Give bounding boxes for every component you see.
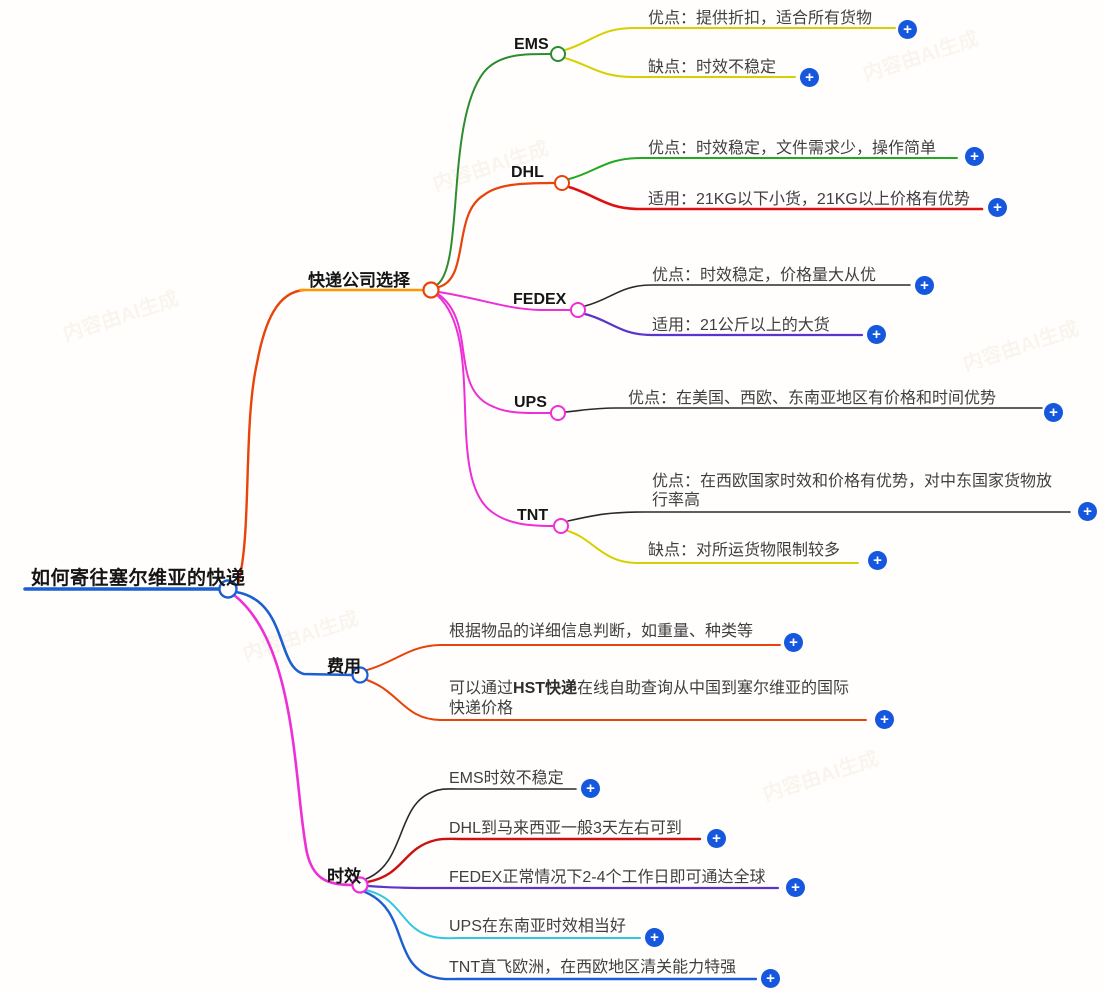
leaf-fedex-apply[interactable]: 适用：21公斤以上的大货 bbox=[652, 317, 830, 334]
leaf-time-tnt[interactable]: TNT直飞欧洲，在西欧地区清关能力特强 bbox=[449, 959, 737, 976]
edge-root-timeliness bbox=[232, 593, 354, 887]
node-dot-ems[interactable] bbox=[550, 46, 566, 62]
expand-icon-time-fedex[interactable]: + bbox=[786, 878, 805, 897]
expand-icon-dhl-pros[interactable]: + bbox=[965, 147, 984, 166]
node-dot-root[interactable] bbox=[218, 579, 238, 599]
expand-icon-tnt-cons[interactable]: + bbox=[868, 551, 887, 570]
node-label-timeliness[interactable]: 时效 bbox=[327, 867, 361, 886]
leaf-ems-pros[interactable]: 优点：提供折扣，适合所有货物 bbox=[648, 10, 873, 27]
leaf-cost-item2[interactable]: 可以通过HST快递在线自助查询从中国到塞尔维亚的国际 快递价格 bbox=[449, 679, 849, 719]
leaf-dhl-apply[interactable]: 适用：21KG以下小货，21KG以上价格有优势 bbox=[648, 191, 970, 208]
node-label-ems[interactable]: EMS bbox=[514, 36, 549, 53]
node-label-dhl[interactable]: DHL bbox=[511, 164, 544, 181]
edge-cost-item1 bbox=[366, 644, 781, 671]
expand-icon-time-tnt[interactable]: + bbox=[761, 969, 780, 988]
edge-fedex-pros bbox=[584, 284, 911, 307]
leaf-ups-pros[interactable]: 优点：在美国、西欧、东南亚地区有价格和时间优势 bbox=[628, 390, 997, 407]
edge-company-ups bbox=[437, 293, 551, 415]
edge-root-cost bbox=[234, 590, 354, 677]
expand-icon-cost-item1[interactable]: + bbox=[784, 633, 803, 652]
node-label-company[interactable]: 快递公司选择 bbox=[308, 271, 410, 290]
leaf-time-fedex[interactable]: FEDEX正常情况下2-4个工作日即可通达全球 bbox=[449, 869, 766, 886]
edge-time-tnt bbox=[363, 890, 758, 981]
edge-company-tnt bbox=[437, 295, 554, 527]
expand-icon-time-dhl[interactable]: + bbox=[707, 829, 726, 848]
expand-icon-tnt-pros[interactable]: + bbox=[1078, 502, 1097, 521]
node-label-cost[interactable]: 费用 bbox=[327, 657, 361, 676]
node-dot-cost[interactable] bbox=[351, 666, 369, 684]
leaf-cost-item1[interactable]: 根据物品的详细信息判断，如重量、种类等 bbox=[449, 623, 754, 640]
node-label-fedex[interactable]: FEDEX bbox=[513, 291, 567, 308]
edge-tnt-pros bbox=[567, 511, 1071, 522]
edge-company-fedex bbox=[438, 291, 571, 311]
edge-time-ups bbox=[365, 889, 641, 940]
expand-icon-cost-item2[interactable]: + bbox=[875, 710, 894, 729]
node-label-root[interactable]: 如何寄往塞尔维亚的快递 bbox=[31, 568, 246, 589]
leaf-time-dhl[interactable]: DHL到马来西亚一般3天左右可到 bbox=[449, 820, 682, 837]
leaf-dhl-pros[interactable]: 优点：时效稳定，文件需求少，操作简单 bbox=[648, 140, 937, 157]
leaf-time-ups[interactable]: UPS在东南亚时效相当好 bbox=[449, 918, 626, 935]
leaf-cost-item2-mid: 在线自助查询从中国到塞尔维亚的国际 bbox=[577, 680, 850, 697]
node-dot-tnt[interactable] bbox=[553, 518, 569, 534]
edge-fedex-apply bbox=[583, 312, 864, 337]
node-dot-dhl[interactable] bbox=[554, 175, 570, 191]
edge-time-ems bbox=[365, 788, 577, 880]
edge-time-fedex bbox=[366, 884, 780, 890]
node-dot-company[interactable] bbox=[422, 281, 440, 299]
node-dot-ups[interactable] bbox=[550, 405, 566, 421]
leaf-cost-item2-line2: 快递价格 bbox=[449, 700, 514, 717]
leaf-ems-cons[interactable]: 缺点：时效不稳定 bbox=[648, 59, 777, 76]
expand-icon-fedex-pros[interactable]: + bbox=[915, 276, 934, 295]
leaf-tnt-pros-line1: 优点：在西欧国家时效和价格有优势，对中东国家货物放 bbox=[652, 473, 1053, 490]
leaf-time-ems[interactable]: EMS时效不稳定 bbox=[449, 770, 564, 787]
leaf-tnt-pros[interactable]: 优点：在西欧国家时效和价格有优势，对中东国家货物放 行率高 bbox=[652, 472, 1052, 510]
edge-time-dhl bbox=[365, 837, 702, 884]
node-label-tnt[interactable]: TNT bbox=[517, 507, 549, 524]
expand-icon-dhl-apply[interactable]: + bbox=[988, 198, 1007, 217]
leaf-tnt-cons[interactable]: 缺点：对所运货物限制较多 bbox=[648, 542, 841, 559]
expand-icon-ems-pros[interactable]: + bbox=[898, 20, 917, 39]
edge-dhl-apply bbox=[567, 185, 984, 211]
leaf-cost-item2-brand: HST快递 bbox=[513, 680, 578, 697]
edge-ems-pros bbox=[564, 27, 896, 51]
edge-company-ems bbox=[437, 53, 551, 285]
edge-ems-cons bbox=[564, 57, 796, 78]
leaf-fedex-pros[interactable]: 优点：时效稳定，价格量大从优 bbox=[652, 267, 877, 284]
edge-cost-item2 bbox=[366, 679, 867, 721]
expand-icon-time-ups[interactable]: + bbox=[645, 928, 664, 947]
node-dot-timeliness[interactable] bbox=[351, 876, 369, 894]
expand-icon-ups-pros[interactable]: + bbox=[1044, 403, 1063, 422]
edge-company-dhl bbox=[437, 181, 556, 289]
leaf-tnt-pros-line2: 行率高 bbox=[652, 492, 701, 509]
edge-root-company bbox=[236, 288, 306, 586]
expand-icon-fedex-apply[interactable]: + bbox=[867, 325, 886, 344]
edge-dhl-pros bbox=[568, 157, 958, 180]
expand-icon-ems-cons[interactable]: + bbox=[800, 68, 819, 87]
expand-icon-time-ems[interactable]: + bbox=[581, 779, 600, 798]
leaf-cost-item2-pre: 可以通过 bbox=[449, 680, 514, 697]
node-dot-fedex[interactable] bbox=[570, 302, 586, 318]
edge-ups-pros bbox=[564, 407, 1043, 413]
edge-tnt-cons bbox=[567, 530, 859, 564]
node-label-ups[interactable]: UPS bbox=[514, 394, 547, 411]
